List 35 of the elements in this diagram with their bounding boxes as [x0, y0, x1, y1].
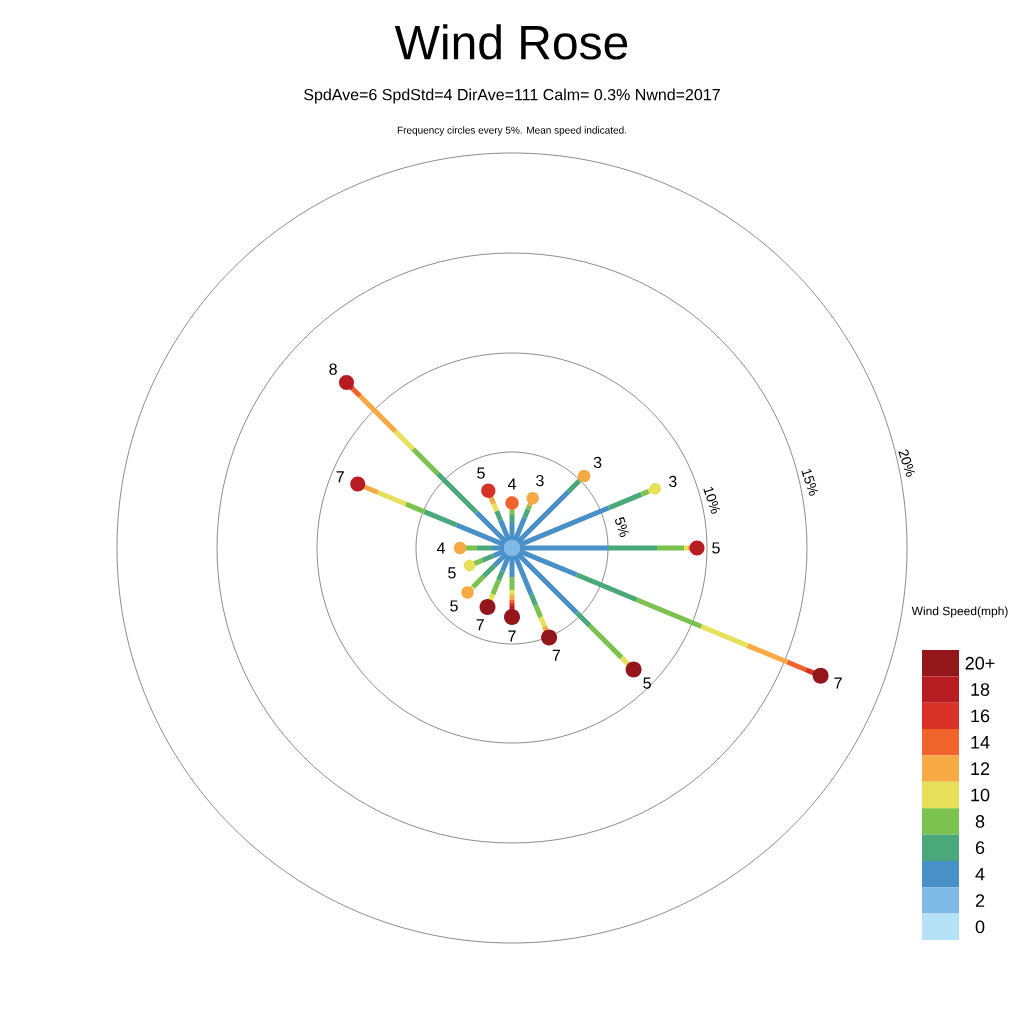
mean-speed-label: 5: [477, 467, 485, 479]
mean-speed-label: 3: [536, 474, 544, 487]
legend-title: Wind Speed(mph): [911, 606, 1008, 618]
legend-label: 10: [971, 788, 990, 802]
mean-speed-label: 4: [507, 478, 516, 490]
stats-text: SpdAve=6 SpdStd=4 DirAve=111 Calm= 0.3% Nwnd=2017: [304, 88, 720, 104]
ring-label: 10%: [703, 486, 721, 514]
mean-speed-label: 5: [450, 600, 458, 612]
ring-label: 5%: [615, 517, 629, 537]
mean-speed-label: 7: [508, 630, 516, 642]
ring-label: 20%: [898, 449, 916, 477]
legend-label: 12: [971, 762, 990, 775]
legend-label: 0: [975, 920, 985, 934]
legend-label: 14: [971, 736, 990, 749]
mean-speed-label: 3: [593, 456, 602, 469]
mean-speed-label: 3: [668, 475, 677, 488]
mean-speed-label: 7: [476, 619, 484, 631]
legend-label: 20+: [965, 656, 995, 670]
legend-label: 4: [975, 867, 985, 881]
legend-label: 8: [975, 815, 985, 828]
legend-label: 2: [975, 894, 985, 907]
note-text: Frequency circles every 5%. Mean speed indicated.: [397, 126, 626, 136]
mean-speed-label: 8: [329, 363, 337, 375]
legend-label: 16: [971, 709, 990, 723]
mean-speed-label: 7: [336, 471, 344, 483]
title: Wind Rose: [394, 24, 628, 60]
ring-label: 15%: [801, 468, 819, 496]
mean-speed-label: 5: [712, 542, 720, 554]
mean-speed-label: 7: [834, 677, 842, 689]
mean-speed-label: 7: [552, 649, 561, 661]
mean-speed-label: 4: [436, 542, 445, 554]
mean-speed-label: 5: [643, 677, 651, 689]
mean-speed-label: 5: [448, 567, 456, 579]
legend-label: 6: [975, 841, 985, 855]
legend-label: 18: [971, 683, 990, 696]
